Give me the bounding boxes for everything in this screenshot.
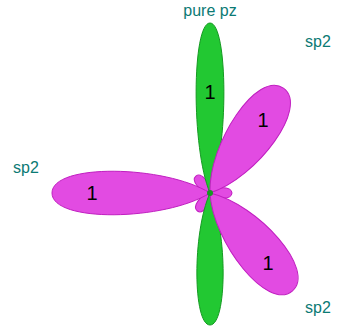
electron-count: 1 bbox=[253, 107, 272, 133]
electron-count-text: 1 bbox=[262, 252, 273, 274]
electron-count: 1 bbox=[258, 250, 277, 276]
electron-count: 1 bbox=[82, 180, 101, 206]
sp2-lobe bbox=[191, 75, 303, 207]
orbital-label: sp2 bbox=[305, 299, 331, 317]
electron-count-text: 1 bbox=[204, 81, 215, 103]
nucleus-dot bbox=[207, 190, 213, 196]
electron-count: 1 bbox=[200, 79, 219, 105]
electron-count-text: 1 bbox=[86, 182, 97, 204]
sp2-lobe bbox=[52, 171, 210, 215]
sp2-lobe bbox=[192, 178, 310, 306]
orbital-label: pure pz bbox=[183, 2, 236, 20]
electron-count-text: 1 bbox=[257, 109, 268, 131]
orbital-label: sp2 bbox=[305, 33, 331, 51]
orbital-label: sp2 bbox=[13, 159, 39, 177]
